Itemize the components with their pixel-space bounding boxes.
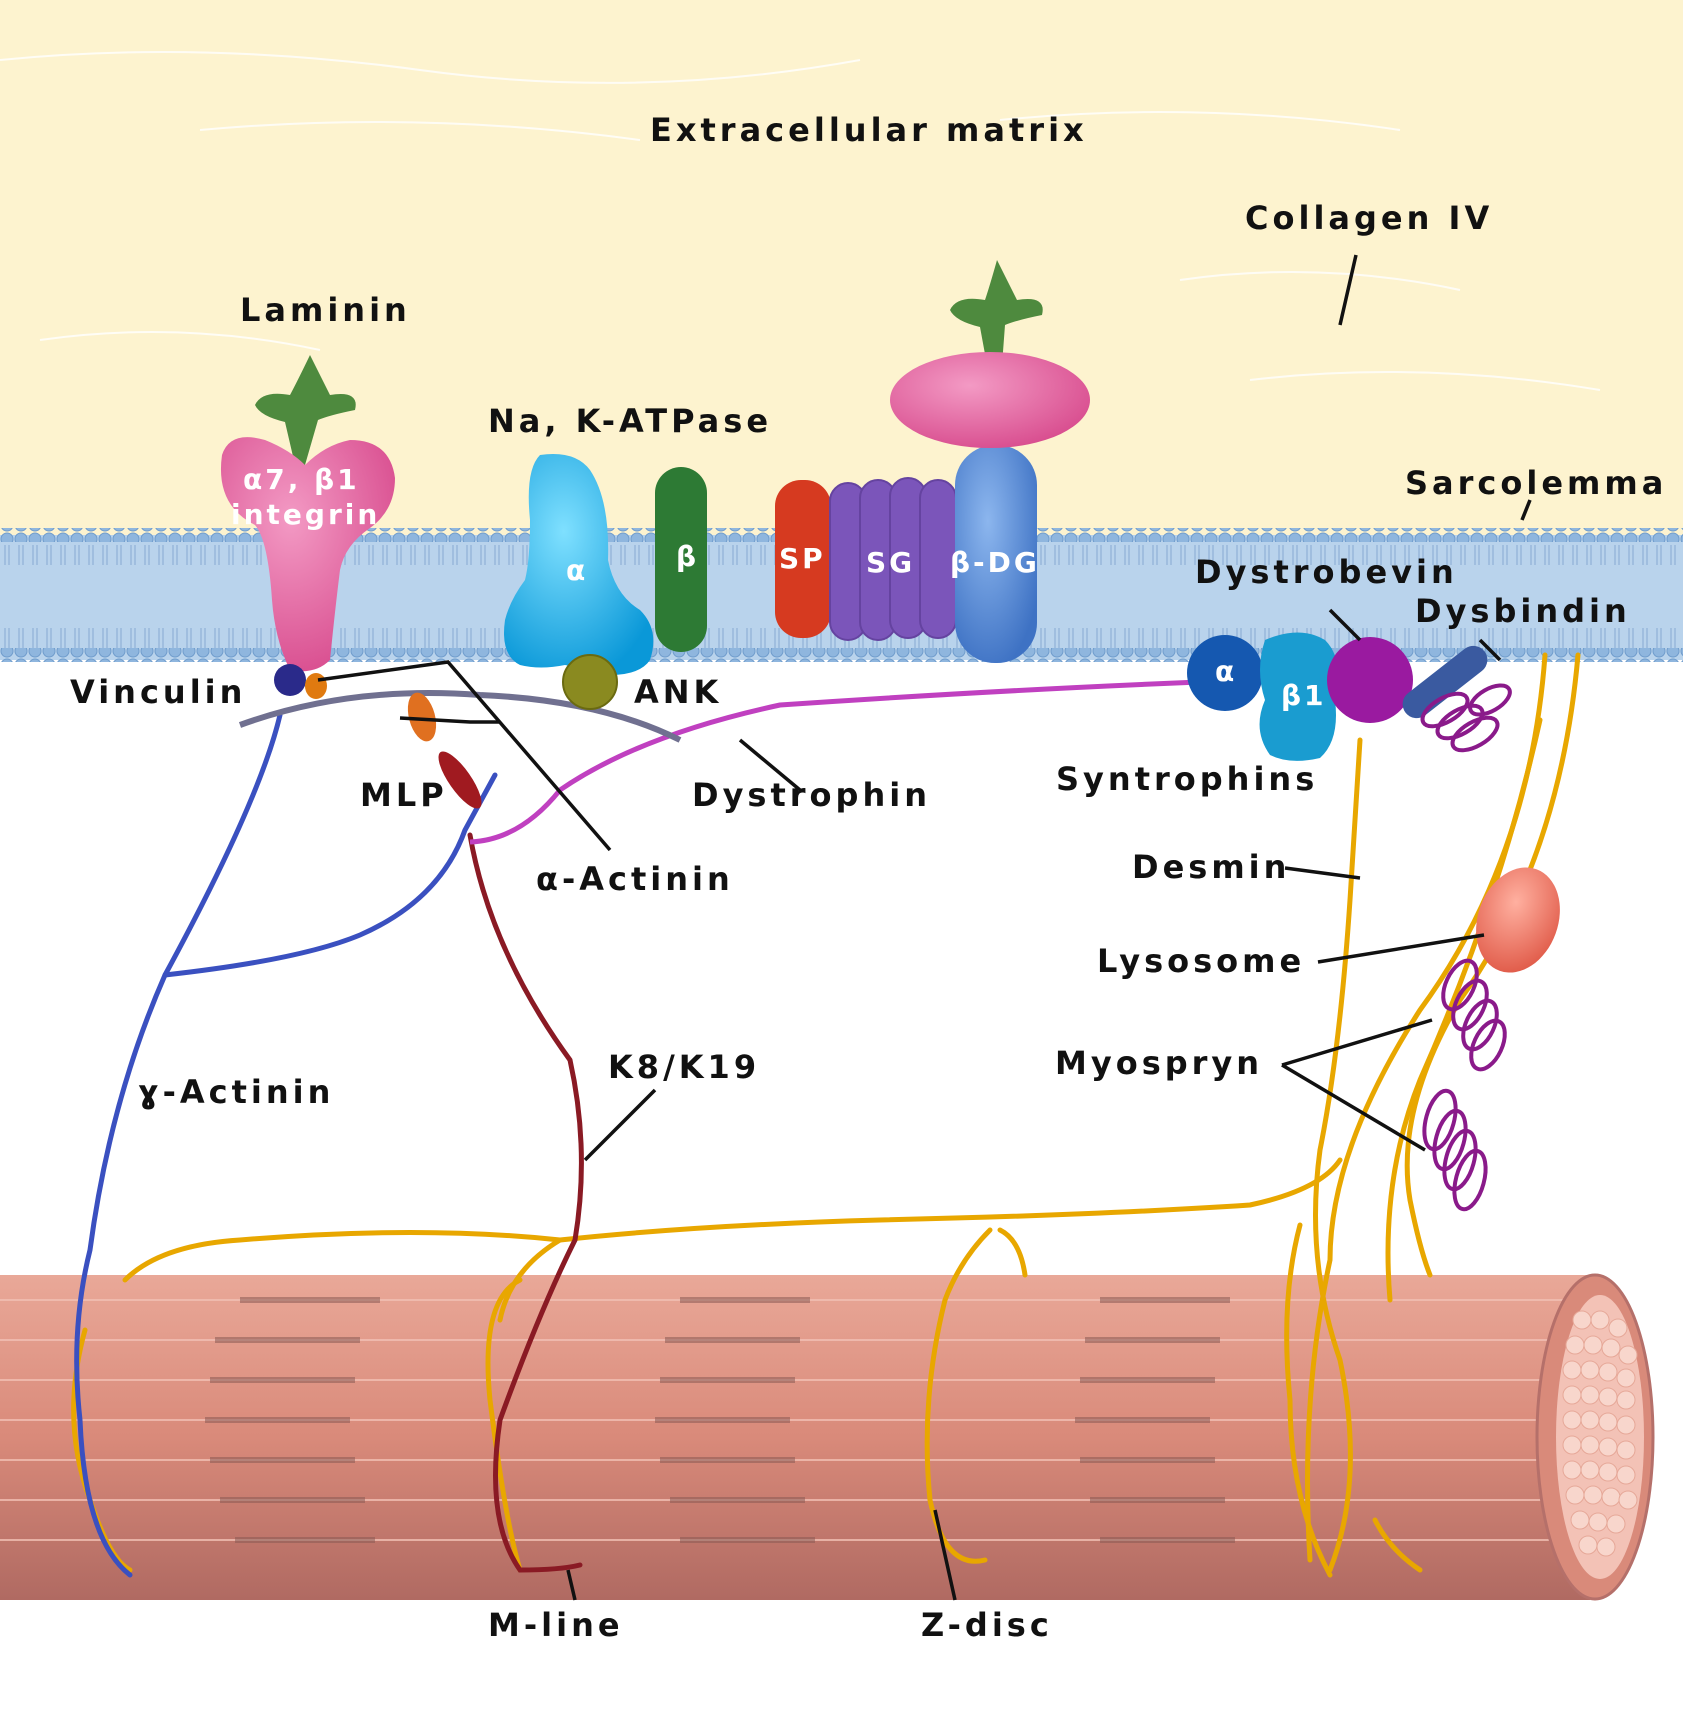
label-extracellular-matrix: Extracellular matrix — [650, 111, 1088, 149]
label-syntrophin-beta1: β1 — [1281, 679, 1327, 712]
label-gamma-actinin: ɣ-Actinin — [138, 1073, 334, 1111]
dystrobrevin-shape — [1327, 637, 1413, 723]
label-mlp: MLP — [360, 776, 448, 814]
syntrophin-beta1-shape — [1259, 632, 1339, 761]
label-syntrophin-alpha: α — [1215, 655, 1237, 688]
label-dysbindin: Dysbindin — [1415, 592, 1631, 630]
leader-lines — [317, 254, 1532, 1601]
dystrophin-filament — [469, 679, 1201, 845]
label-desmin: Desmin — [1132, 848, 1290, 886]
laminin-cross-right — [950, 260, 1043, 365]
talin-shape — [305, 673, 327, 699]
label-dystrophin: Dystrophin — [692, 776, 931, 814]
label-ank: ANK — [634, 673, 722, 711]
alpha-dystroglycan-shape — [890, 352, 1090, 448]
laminin-cross-left — [255, 355, 356, 465]
label-sg: SG — [866, 546, 915, 579]
label-integrin-subunits: α7, β1 — [243, 463, 360, 496]
label-atpase-alpha: α — [566, 554, 588, 587]
label-integrin: integrin — [231, 498, 380, 531]
mlp-shape-a — [407, 692, 437, 742]
myospryn-coil-bottom — [1422, 1088, 1488, 1212]
label-laminin: Laminin — [240, 291, 411, 329]
collagen-fibrils — [0, 51, 1601, 391]
atpase-beta-shape — [655, 467, 707, 652]
myospryn-coil-middle — [1441, 958, 1507, 1072]
label-dystrobrevin: Dystrobevin — [1195, 553, 1458, 591]
label-m-line: M-line — [488, 1606, 624, 1644]
syntrophin-alpha-shape — [1187, 635, 1263, 711]
label-sp: SP — [779, 542, 826, 575]
lysosome-shape — [1476, 867, 1560, 973]
label-k8-k19: K8/K19 — [608, 1048, 760, 1086]
label-myospryn: Myospryn — [1055, 1044, 1263, 1082]
gamma-actinin-filament — [74, 712, 498, 1578]
vinculin-shape — [274, 664, 306, 696]
alpha-actinin-rod — [238, 690, 682, 743]
beta-dystroglycan-shape — [955, 445, 1037, 663]
a-band-striations — [205, 1297, 1235, 1543]
muscle-fiber — [0, 1273, 1655, 1601]
label-beta-dg: β-DG — [950, 546, 1040, 579]
extracellular-matrix-region — [0, 0, 1683, 535]
label-vinculin: Vinculin — [70, 673, 246, 711]
sarcoglycan-shapes — [829, 477, 957, 641]
desmin-filaments — [71, 652, 1581, 1578]
label-z-disc: Z-disc — [921, 1606, 1053, 1644]
label-collagen-iv: Collagen IV — [1245, 199, 1493, 237]
label-sarcolemma: Sarcolemma — [1405, 464, 1667, 502]
sarcospan-shape — [775, 480, 831, 638]
dysbindin-shape — [1402, 645, 1488, 719]
label-syntrophins: Syntrophins — [1056, 760, 1318, 798]
myofibril-bundles — [1562, 1310, 1638, 1557]
k8k19-filament — [467, 832, 584, 1573]
myospryn-coil-top — [1420, 683, 1512, 753]
label-alpha-actinin: α-Actinin — [536, 860, 734, 898]
mlp-shape-b — [438, 751, 482, 809]
atpase-alpha-shape — [504, 454, 654, 675]
label-lysosome: Lysosome — [1097, 942, 1305, 980]
label-na-k-atpase: Na, K-ATPase — [488, 402, 772, 440]
label-atpase-beta: β — [676, 540, 699, 573]
ankyrin-shape — [562, 654, 618, 710]
integrin-shape — [220, 437, 395, 672]
